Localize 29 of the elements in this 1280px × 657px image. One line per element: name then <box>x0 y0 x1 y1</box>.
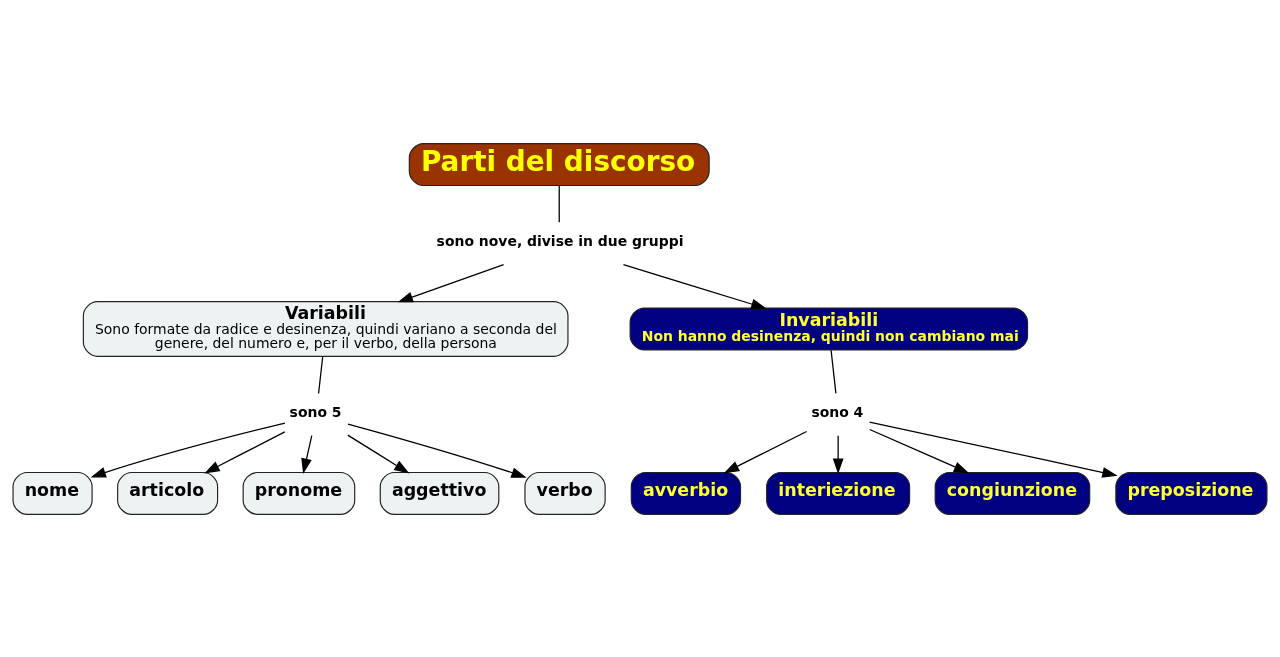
node-box: Parti del discorso <box>408 142 710 186</box>
node-box: interiezione <box>766 471 911 515</box>
node-text: sono 5 <box>289 403 342 420</box>
connector <box>317 355 324 394</box>
arrow <box>90 421 286 477</box>
node-box: avverbio <box>630 471 742 515</box>
arrow <box>832 434 844 474</box>
arrow <box>723 430 808 473</box>
node-box: aggettivo <box>379 471 500 515</box>
node-text: sono 4 <box>811 403 864 420</box>
arrow <box>347 422 527 478</box>
arrow <box>397 263 505 302</box>
connector <box>558 184 560 223</box>
node-box: verbo <box>524 471 606 515</box>
node-box: Invariabili Non hanno desinenza, quindi non cambiano mai <box>629 307 1029 350</box>
node-text: sono nove, divise in due gruppi <box>436 232 684 249</box>
node-box: nome <box>12 471 93 515</box>
arrow <box>622 263 767 309</box>
arrow <box>301 434 313 474</box>
arrow <box>868 421 1118 478</box>
node-box: congiunzione <box>934 471 1091 515</box>
node-box: preposizione <box>1115 471 1268 515</box>
connector <box>830 349 837 394</box>
node-box: Variabili Sono formate da radice e desinenza, quindi variano a seconda del genere, del numero e, per il verbo, della persona <box>82 300 569 357</box>
arrow <box>869 428 970 473</box>
node-box: pronome <box>242 471 356 515</box>
node-box: articolo <box>117 471 219 515</box>
arrow <box>204 430 286 473</box>
arrow <box>347 434 410 473</box>
